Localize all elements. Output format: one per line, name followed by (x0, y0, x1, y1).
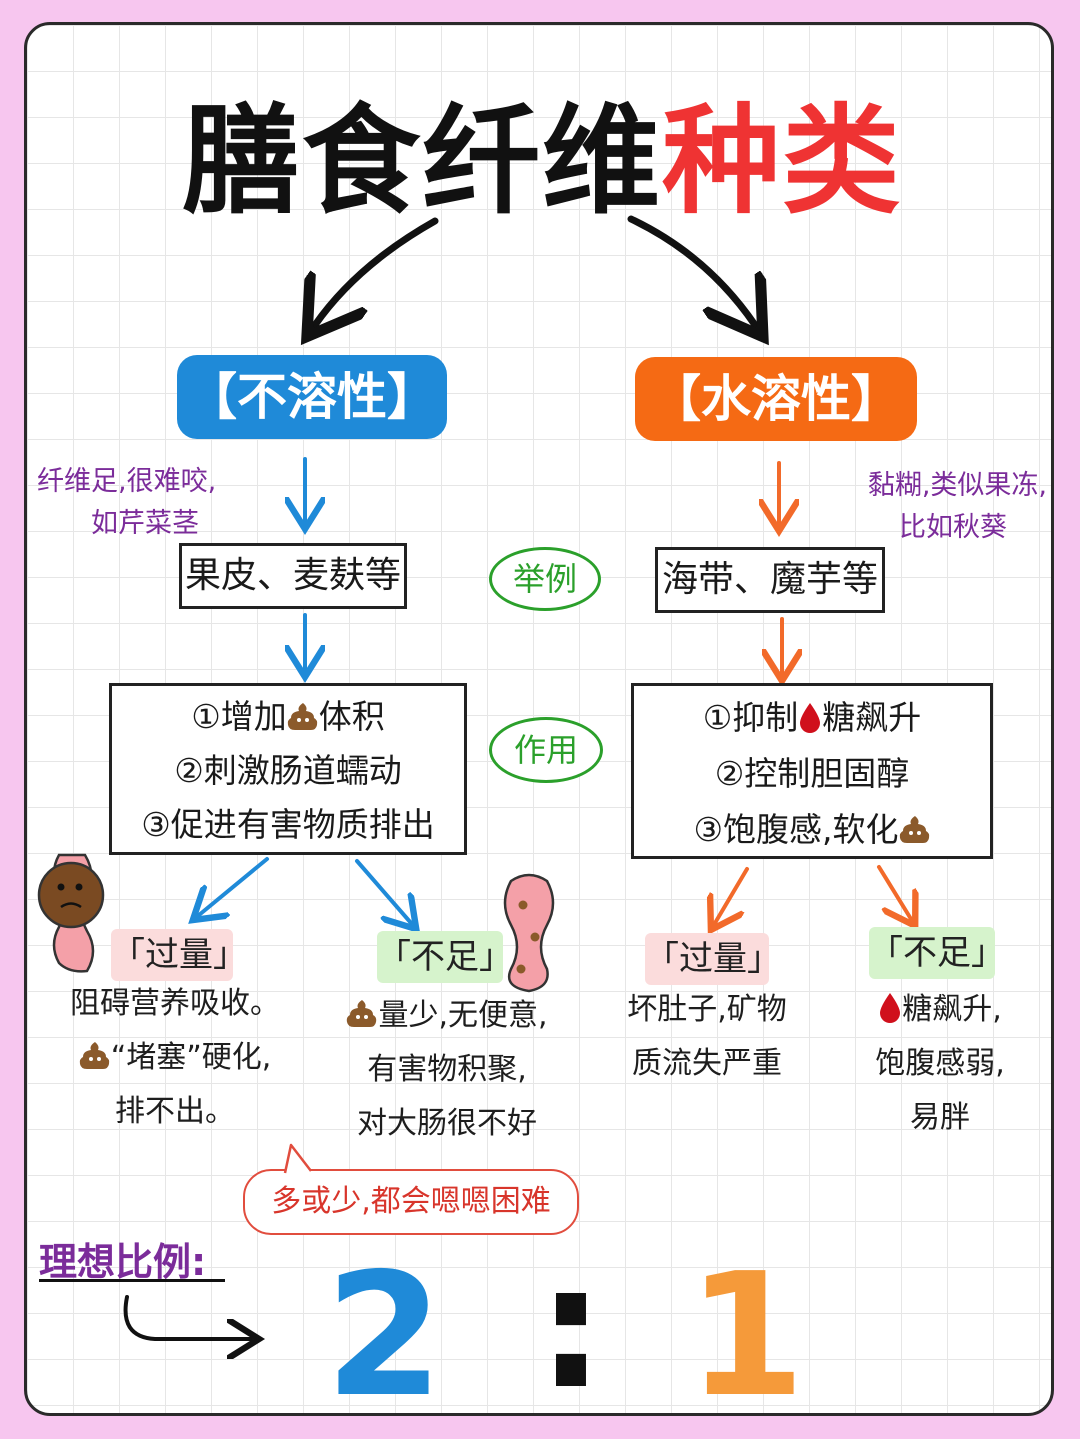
intestine-icon (503, 873, 555, 993)
soluble-note-line-2: 比如秋葵 (899, 512, 1007, 543)
soluble-note-line-1: 黏糊,类似果冻, (867, 470, 1047, 501)
soluble-effect-3: ③饱腹感,软化 (634, 802, 990, 858)
insoluble-effect-3: ③促进有害物质排出 (141, 805, 435, 844)
blood-drop-icon (800, 703, 821, 733)
soluble-excess-line-1: 坏肚子,矿物 (627, 992, 787, 1027)
insoluble-lack-line-3: 对大肠很不好 (357, 1106, 537, 1141)
ratio-left-value: 2 (325, 1237, 444, 1416)
soluble-effect-2: ②控制胆固醇 (714, 754, 910, 793)
poop-icon (899, 816, 929, 843)
ratio-underline (39, 1279, 225, 1282)
insoluble-note: 纤维足,很难咬, 如芹菜茎 (37, 461, 297, 545)
soluble-excess-tag: 「过量」 (645, 933, 781, 985)
insoluble-effect-2: ②刺激肠道蠕动 (174, 751, 402, 790)
insoluble-note-line-1: 纤维足,很难咬, (37, 466, 217, 497)
insoluble-excess-line-1: 阻碍营养吸收。 (70, 986, 280, 1021)
insoluble-lack-tag: 「不足」 (377, 931, 513, 983)
soluble-lack-line-1: 糖飙升, (835, 983, 1045, 1037)
soluble-heading: 【水溶性】 (635, 357, 917, 441)
warning-callout: 多或少,都会嗯嗯困难 (243, 1169, 579, 1235)
blue-arrow-4 (355, 859, 411, 923)
insoluble-example-box: 果皮、麦麸等 (179, 543, 407, 609)
soluble-effects-box: ①抑制糖飙升 ②控制胆固醇 ③饱腹感,软化 (631, 683, 993, 859)
insoluble-heading: 【不溶性】 (177, 355, 447, 439)
curved-arrow-icon (123, 1295, 251, 1339)
blue-arrow-3 (199, 857, 269, 915)
callout-tail (283, 1143, 312, 1174)
soluble-excess-line-2: 质流失严重 (632, 1046, 782, 1081)
insoluble-lack-line-2: 有害物积聚, (367, 1052, 527, 1087)
soluble-example-box: 海带、魔芋等 (655, 547, 885, 613)
soluble-lack-line-3: 易胖 (910, 1100, 970, 1135)
insoluble-excess-tag: 「过量」 (111, 929, 247, 981)
page-title: 膳食纤维种类 (27, 65, 1051, 236)
insoluble-note-line-2: 如芹菜茎 (91, 508, 199, 539)
insoluble-effects-box: ①增加体积 ②刺激肠道蠕动 ③促进有害物质排出 (109, 683, 467, 855)
poop-icon (79, 1042, 109, 1069)
soluble-excess-text: 坏肚子,矿物 质流失严重 (599, 983, 815, 1091)
title-accent: 种类 (662, 92, 903, 230)
insoluble-excess-line-3: 排不出。 (115, 1094, 235, 1129)
connector-arrows (37, 215, 1054, 1416)
soluble-lack-tag: 「不足」 (869, 927, 1005, 979)
orange-arrow-4 (877, 865, 911, 919)
soluble-note: 黏糊,类似果冻, 比如秋葵 (817, 465, 1047, 549)
poster-card: 膳食纤维种类 (24, 22, 1054, 1416)
poop-icon (287, 703, 317, 730)
ratio-label: 理想比例: (39, 1240, 207, 1284)
insoluble-excess-text: 阻碍营养吸收。 “堵塞”硬化, 排不出。 (43, 977, 307, 1139)
insoluble-lack-text: 量少,无便意, 有害物积聚, 对大肠很不好 (315, 989, 579, 1151)
effect-label: 作用 (489, 717, 603, 783)
insoluble-excess-line-2: “堵塞”硬化, (43, 1031, 307, 1085)
soluble-effect-1: ①抑制糖飙升 (702, 698, 922, 737)
poop-face-icon (37, 861, 105, 929)
orange-arrow-3 (715, 867, 749, 923)
title-main: 膳食纤维 (181, 92, 662, 230)
insoluble-effect-1: ①增加体积 (191, 697, 385, 736)
poop-icon (347, 1000, 377, 1027)
ratio-separator: : (537, 1229, 605, 1416)
soluble-lack-line-2: 饱腹感弱, (875, 1046, 1005, 1081)
arrow-to-insoluble (315, 217, 439, 325)
ratio-right-value: 1 (687, 1237, 806, 1416)
arrow-to-soluble (627, 215, 755, 325)
insoluble-lack-line-1: 量少,无便意, (315, 989, 579, 1043)
soluble-lack-text: 糖飙升, 饱腹感弱, 易胖 (835, 983, 1045, 1145)
blood-drop-icon (880, 993, 901, 1023)
example-label: 举例 (489, 547, 601, 611)
